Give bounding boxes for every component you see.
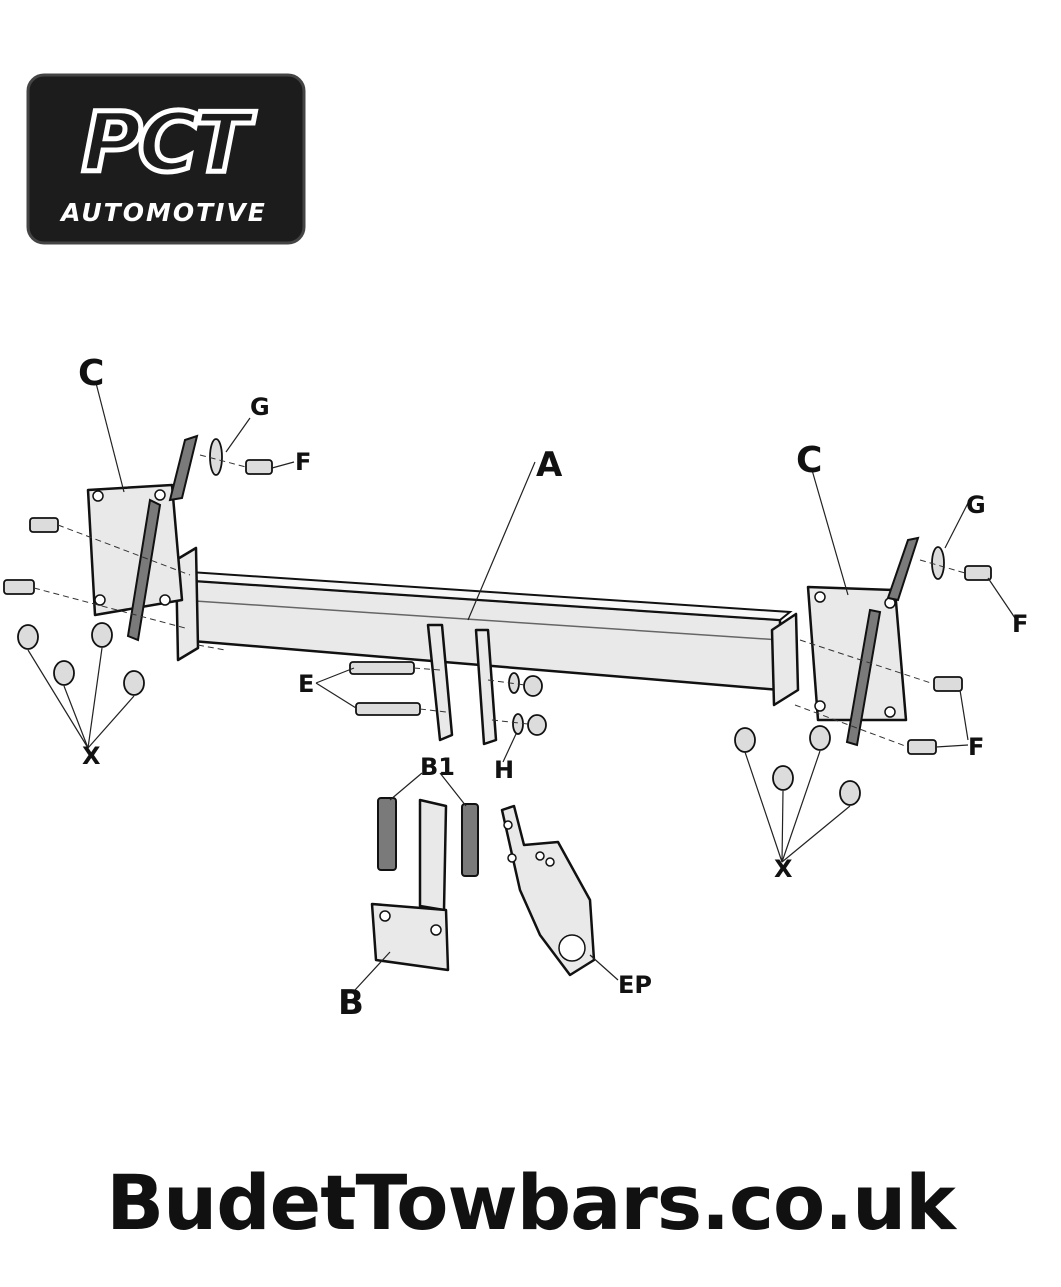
crossbar-a [174,546,800,746]
label-f-right-bottom: F [968,733,984,761]
logo-subtitle: AUTOMOTIVE [59,198,267,227]
label-e: E [298,670,314,698]
side-bracket-c-right [806,536,920,747]
towbar-exploded-diagram: C G F A C G F F E H X X B1 B EP [3,353,1028,1023]
label-b: B [338,983,364,1023]
leader-lines [27,382,1016,991]
label-f-left: F [295,448,311,476]
electrics-plate-ep [500,804,596,977]
label-g-right: G [966,491,986,519]
label-g-left: G [250,393,270,421]
spacers-b1 [377,797,479,877]
label-c-left: C [78,353,104,394]
label-h: H [494,756,514,784]
logo-brand-text: PCT [79,94,262,194]
bolts-x-right [734,725,861,806]
label-x-left: X [82,742,101,770]
website-url: BudetTowbars.co.uk [106,1158,956,1247]
label-b1: B1 [420,753,455,781]
part-labels: C G F A C G F F E H X X B1 B EP [78,353,1028,1023]
label-c-right: C [796,440,822,481]
label-ep: EP [618,971,652,999]
label-f-right-top: F [1012,610,1028,638]
side-bracket-c-left [86,434,199,642]
alignment-lines [33,454,966,748]
label-a: A [536,445,563,485]
bolts-f-washers-g [209,438,992,755]
svg-text:PCT: PCT [82,96,256,191]
bolts-x-left [3,517,145,696]
mounting-plate-b [370,798,450,972]
bolts-e-nuts-h [349,661,547,736]
label-x-right: X [774,855,793,883]
pct-automotive-logo: PCT AUTOMOTIVE [26,73,306,245]
